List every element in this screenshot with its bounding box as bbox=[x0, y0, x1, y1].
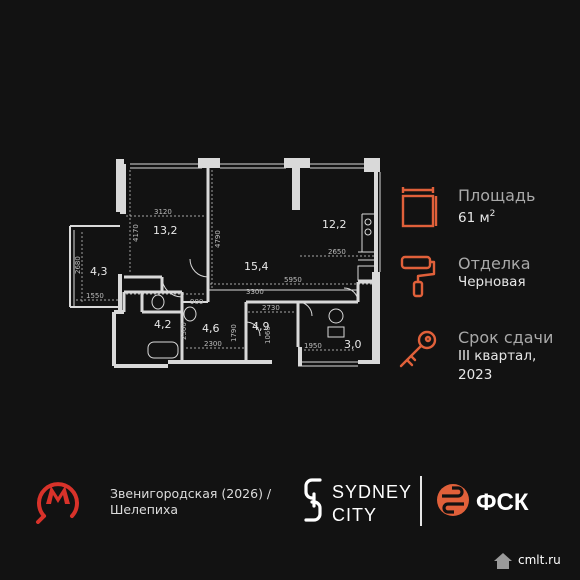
dimension-label: 2730 bbox=[262, 304, 280, 312]
key-icon bbox=[399, 330, 437, 368]
room-area-label: 3,0 bbox=[344, 338, 362, 351]
metro-icon bbox=[36, 482, 79, 524]
dimension-label: 5950 bbox=[284, 276, 302, 284]
finish-label: Отделка bbox=[458, 254, 531, 273]
deadline-value-line2: 2023 bbox=[458, 367, 493, 383]
dimension-label: 2650 bbox=[328, 248, 346, 256]
dimension-label: 4170 bbox=[132, 224, 140, 242]
room-area-label: 4,2 bbox=[154, 318, 172, 331]
area-value: 61 м2 bbox=[458, 209, 496, 226]
sydney-s-icon bbox=[304, 478, 322, 522]
room-area-label: 15,4 bbox=[244, 260, 269, 273]
dimension-label: 1550 bbox=[86, 292, 104, 300]
fsk-icon bbox=[437, 484, 469, 516]
dimension-label: 2300 bbox=[180, 322, 188, 340]
deadline-label: Срок сдачи bbox=[458, 328, 554, 347]
room-area-label: 4,3 bbox=[90, 265, 108, 278]
room-area-label: 13,2 bbox=[153, 224, 178, 237]
watermark-house-icon bbox=[494, 553, 512, 569]
metro-station-line2: Шелепиха bbox=[110, 502, 179, 517]
metro-station-line1: Звенигородская (2026) / bbox=[110, 486, 272, 501]
room-area-label: 4,9 bbox=[252, 320, 270, 333]
dimension-label: 3120 bbox=[154, 208, 172, 216]
dimension-label: 1060 bbox=[264, 326, 272, 344]
paint-roller-icon bbox=[400, 255, 436, 298]
area-label: Площадь bbox=[458, 186, 536, 205]
dimension-label: 1790 bbox=[230, 324, 238, 342]
finish-value: Черновая bbox=[458, 274, 526, 290]
developer-name: ФСК bbox=[476, 489, 529, 516]
project-name-line2: CITY bbox=[332, 505, 377, 525]
metro-stations: Звенигородская (2026) / Шелепиха bbox=[110, 486, 300, 518]
logo-divider bbox=[420, 476, 422, 526]
footer: Звенигородская (2026) / Шелепиха SYDNEY … bbox=[0, 470, 580, 540]
dimension-label: 2300 bbox=[204, 340, 222, 348]
area-unit-superscript: 2 bbox=[489, 209, 496, 219]
room-area-label: 4,6 bbox=[202, 322, 220, 335]
project-name-line1: SYDNEY bbox=[332, 482, 412, 502]
watermark: cmlt.ru bbox=[488, 548, 576, 574]
dimension-label: 2680 bbox=[74, 256, 82, 274]
dimension-label: 900 bbox=[190, 298, 203, 306]
dimension-label: 1950 bbox=[304, 342, 322, 350]
dimension-label: 3300 bbox=[246, 288, 264, 296]
deadline-value-line1: III квартал, bbox=[458, 348, 537, 364]
floor-plan: 13,2 15,4 12,2 4,3 4,2 4,6 4,9 3,0 3120 … bbox=[69, 158, 381, 368]
room-area-label: 12,2 bbox=[322, 218, 347, 231]
sydney-city-logo: SYDNEY CITY bbox=[304, 478, 412, 525]
fsk-logo: ФСК bbox=[437, 484, 529, 516]
dimension-label: 4790 bbox=[214, 230, 222, 248]
watermark-text: cmlt.ru bbox=[518, 553, 561, 567]
floor-area-icon bbox=[401, 187, 438, 228]
